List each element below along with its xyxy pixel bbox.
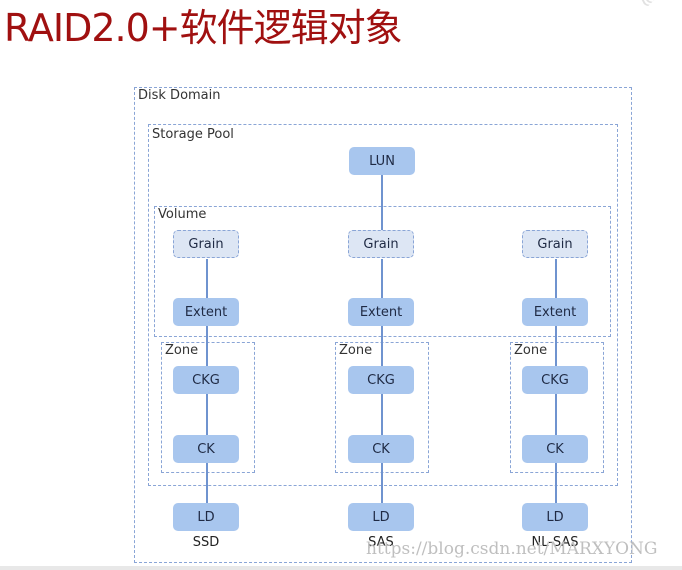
url-watermark: https://blog.csdn.net/MARXYONG (366, 539, 658, 559)
extent-label: Extent (184, 304, 228, 320)
ck-node: CK (348, 435, 414, 463)
grain-label: Grain (363, 236, 399, 252)
zone-label: Zone (514, 343, 548, 358)
ckg-node: CKG (348, 366, 414, 394)
extent-node: Extent (173, 298, 239, 326)
ckg-node: CKG (522, 366, 588, 394)
ckg-label: CKG (192, 372, 220, 388)
storage-pool-label: Storage Pool (152, 127, 234, 142)
ld-label: LD (197, 509, 215, 525)
grain-node: Grain (522, 230, 588, 258)
ld-node: LD (173, 503, 239, 531)
ld-node: LD (522, 503, 588, 531)
lun-label: LUN (369, 153, 395, 169)
disk-type-label: SSD (192, 535, 220, 550)
bottom-divider (0, 566, 682, 570)
grain-label: Grain (188, 236, 224, 252)
extent-node: Extent (348, 298, 414, 326)
extent-node: Extent (522, 298, 588, 326)
grain-node: Grain (348, 230, 414, 258)
ck-label: CK (372, 441, 390, 457)
lun-node: LUN (349, 147, 415, 175)
zone-label: Zone (165, 343, 199, 358)
ld-node: LD (348, 503, 414, 531)
volume-label: Volume (158, 207, 207, 222)
zone-box-nl-sas: Zone (510, 342, 604, 473)
ld-label: LD (546, 509, 564, 525)
ckg-label: CKG (541, 372, 569, 388)
storage-pool-box: Storage Pool (148, 124, 618, 486)
grain-node: Grain (173, 230, 239, 258)
corner-watermark: ≋ (591, 0, 682, 97)
disk-type-label: NL-SAS (531, 535, 579, 550)
ckg-label: CKG (367, 372, 395, 388)
ck-label: CK (546, 441, 564, 457)
slide-title: RAID2.0+软件逻辑对象 (4, 6, 403, 50)
disk-type-label: SAS (368, 535, 394, 550)
ld-label: LD (372, 509, 390, 525)
connector-lun-grain (381, 175, 383, 230)
ck-node: CK (173, 435, 239, 463)
ck-node: CK (522, 435, 588, 463)
ckg-node: CKG (173, 366, 239, 394)
disk-domain-box: Disk Domain (134, 87, 632, 563)
zone-box-ssd: Zone (161, 342, 255, 473)
zone-label: Zone (339, 343, 373, 358)
extent-label: Extent (533, 304, 577, 320)
grain-label: Grain (537, 236, 573, 252)
extent-label: Extent (359, 304, 403, 320)
disk-domain-label: Disk Domain (138, 88, 221, 103)
ck-label: CK (197, 441, 215, 457)
